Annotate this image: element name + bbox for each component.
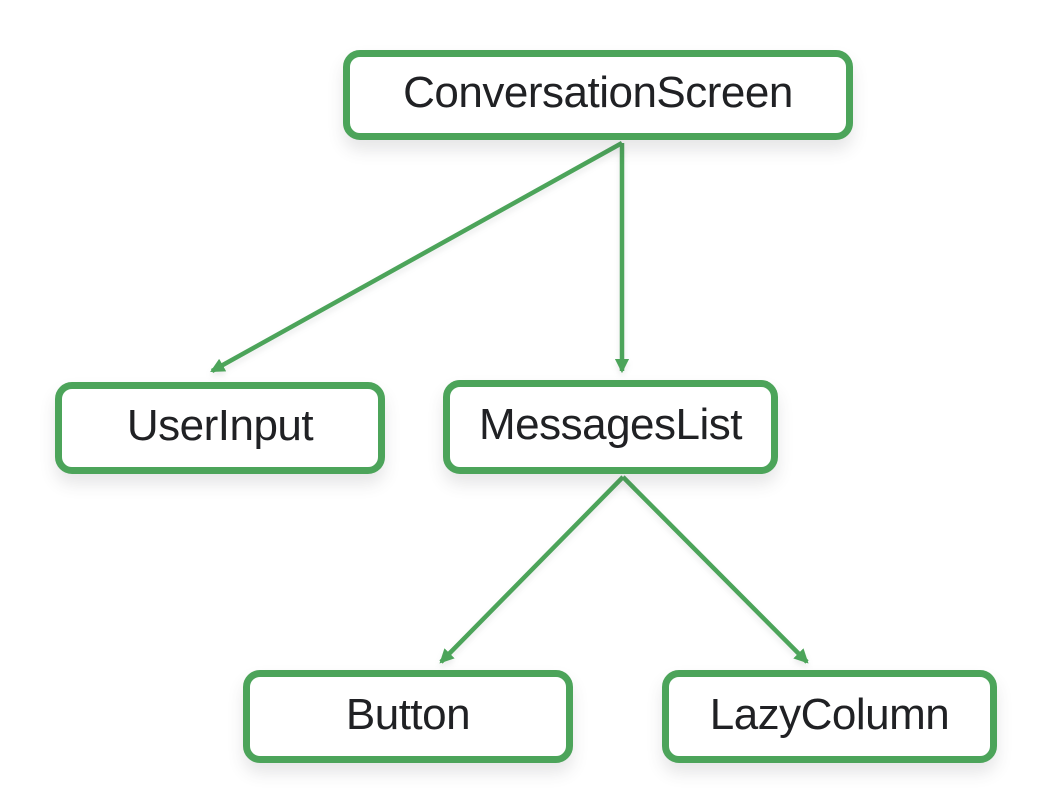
edge-messageslist-button bbox=[439, 475, 625, 664]
edge-conversationscreen-userinput bbox=[210, 141, 624, 373]
node-user-input-label: UserInput bbox=[126, 401, 314, 450]
node-lazy-column-label: LazyColumn bbox=[709, 689, 950, 739]
edge-messageslist-lazycolumn bbox=[621, 475, 809, 664]
node-conversation-screen: ConversationScreen bbox=[343, 50, 853, 140]
node-messages-list: MessagesList bbox=[443, 380, 778, 474]
node-lazy-column: LazyColumn bbox=[662, 670, 997, 763]
node-button-label: Button bbox=[345, 689, 471, 739]
node-button: Button bbox=[243, 670, 573, 763]
node-user-input: UserInput bbox=[55, 382, 385, 474]
node-messages-list-label: MessagesList bbox=[478, 400, 743, 449]
node-conversation-screen-label: ConversationScreen bbox=[403, 68, 793, 117]
